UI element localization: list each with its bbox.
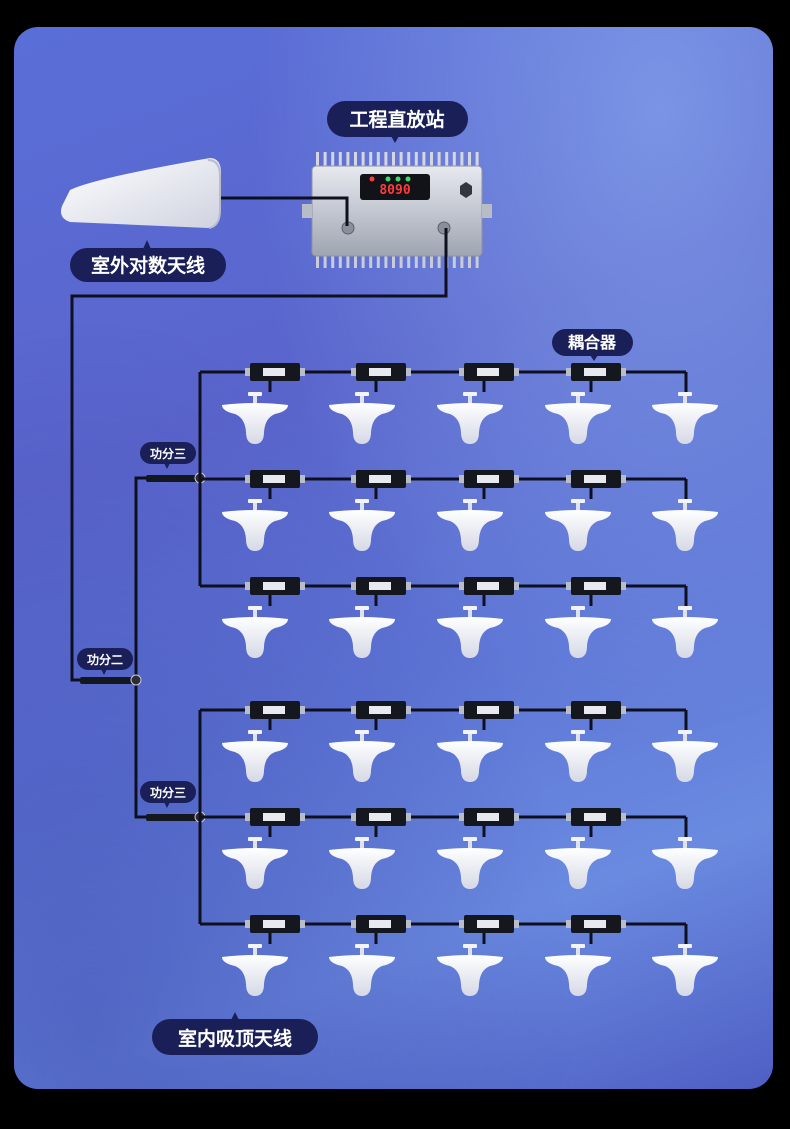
ceiling-antenna-icon [652,730,718,782]
coupler-icon [566,808,626,837]
outdoor-feed-cable [221,196,349,226]
ceiling-antenna-icon [437,944,503,996]
splitter2-label-text: 功分二 [87,652,123,667]
coupler-icon [459,701,519,730]
splitter3-bottom-label-text: 功分三 [150,785,186,800]
ceiling-antenna-icon [652,392,718,444]
outdoor-antenna-label: 室外对数天线 [70,240,226,282]
coupler-label-text: 耦合器 [568,333,617,352]
coupler-icon [566,701,626,730]
coupler-icon [245,701,305,730]
coupler-icon [459,915,519,944]
ceiling-antenna-icon [222,730,288,782]
coupler-icon [351,363,411,392]
splitter3-bottom-label: 功分三 [140,781,196,808]
ceiling-antenna-icon [652,944,718,996]
splitter3-top-label: 功分三 [140,442,196,469]
ceiling-antenna-icon [437,837,503,889]
ceiling-antenna-icon [545,837,611,889]
ceiling-antenna-icon [545,606,611,658]
ceiling-antenna-icon [545,499,611,551]
coupler-icon [459,470,519,499]
ceiling-antenna-icon [329,837,395,889]
splitter3-top-device [146,472,206,484]
ceiling-antenna-icon [652,499,718,551]
coupler-icon [245,363,305,392]
coupler-icon [566,915,626,944]
ceiling-antenna-icon [652,837,718,889]
ceiling-antenna-icon [222,944,288,996]
ceiling-antenna-icon [329,606,395,658]
ceiling-antenna-icon [545,730,611,782]
outdoor-antenna-icon [61,158,222,229]
coupler-icon [566,577,626,606]
repeater-readout: 8090 [379,183,410,198]
splitter3-bottom-device [146,811,206,823]
ceiling-antenna-icon [437,499,503,551]
coupler-icon [351,470,411,499]
ceiling-antenna-icon [545,944,611,996]
coupler-icon [566,363,626,392]
splitter2-label: 功分二 [77,648,133,675]
coupler-icon [351,577,411,606]
ceiling-antenna-icon [329,730,395,782]
coupler-icon [459,363,519,392]
coupler-icon [245,915,305,944]
repeater-device-icon: 8090 [302,152,492,268]
ceiling-antenna-icon [222,837,288,889]
ceiling-antenna-icon [222,392,288,444]
upper-branch-cable [134,476,200,680]
ceiling-antenna-icon [437,392,503,444]
ceiling-antenna-icon [329,392,395,444]
indoor-antenna-label: 室内吸顶天线 [152,1012,318,1055]
coupler-label: 耦合器 [552,329,633,361]
coupler-icon [245,470,305,499]
indoor-antenna-label-text: 室内吸顶天线 [178,1027,292,1050]
ceiling-antenna-icon [329,944,395,996]
splitter2-device [80,674,142,686]
trunk-cable [70,228,448,682]
coupler-icon [566,470,626,499]
repeater-label: 工程直放站 [327,101,468,143]
ceiling-antenna-icon [222,499,288,551]
ceiling-antenna-icon [545,392,611,444]
coupler-icon [245,577,305,606]
coupler-icon [459,577,519,606]
coupler-icon [351,808,411,837]
coupler-icon [459,808,519,837]
ceiling-antenna-icon [437,606,503,658]
coupler-icon [351,915,411,944]
coupler-icon [351,701,411,730]
ceiling-antenna-icon [329,499,395,551]
splitter3-top-label-text: 功分三 [150,446,186,461]
repeater-label-text: 工程直放站 [349,108,444,131]
ceiling-antenna-icon [437,730,503,782]
coupler-icon [245,808,305,837]
ceiling-antenna-icon [222,606,288,658]
outdoor-antenna-label-text: 室外对数天线 [91,254,205,277]
ceiling-antenna-icon [652,606,718,658]
